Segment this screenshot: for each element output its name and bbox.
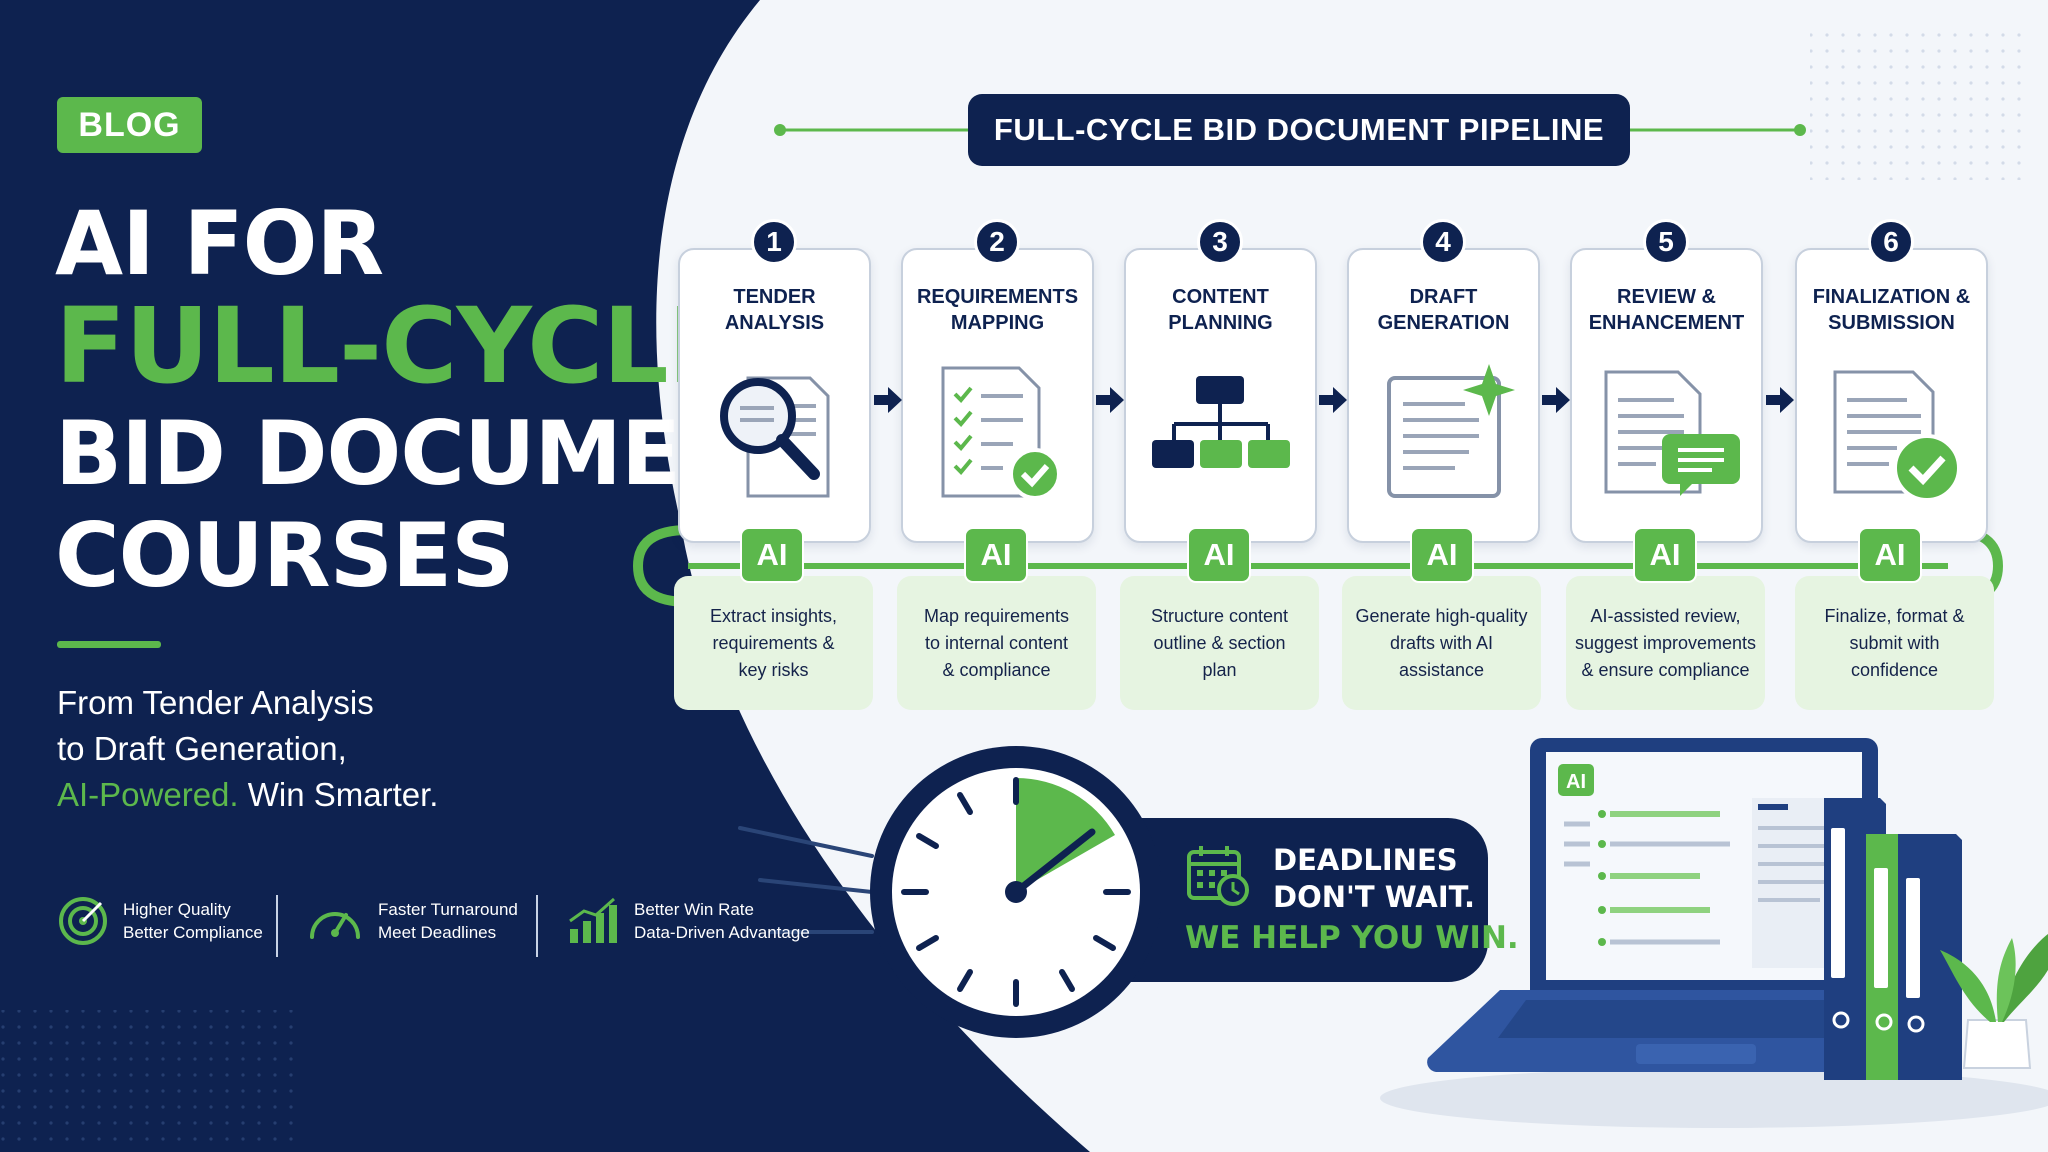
title-connector-lines	[774, 124, 1806, 136]
arrow-right-icon	[1542, 387, 1570, 413]
clock-icon	[870, 746, 1162, 1038]
feature-speed-title: Faster Turnaround	[378, 900, 518, 919]
calendar-clock-icon	[1187, 846, 1249, 906]
magnifier-document-icon	[720, 376, 830, 498]
subtitle-highlight: AI-Powered.	[57, 776, 239, 813]
pipeline-title: FULL-CYCLE BID DOCUMENT PIPELINE	[968, 94, 1630, 166]
deadline-banner	[1110, 818, 1488, 982]
comment-document-icon	[1604, 370, 1740, 496]
feature-quality-subtitle: Better Compliance	[123, 923, 263, 942]
ai-badge: AI	[1858, 527, 1922, 583]
laptop-screen-ai-label: AI	[1566, 770, 1586, 793]
speedometer-icon	[310, 912, 360, 939]
ai-badge: AI	[1410, 527, 1474, 583]
subtitle-rest: Win Smarter.	[238, 776, 439, 813]
step-number-2: 2	[974, 219, 1020, 265]
feature-divider	[276, 895, 278, 957]
hero-line-4: COURSES	[55, 504, 514, 607]
laptop-illustration	[1380, 738, 2048, 1128]
step-description-1: Extract insights,requirements &key risks	[674, 576, 873, 710]
ai-badge: AI	[1633, 527, 1697, 583]
hero-line-1: AI FOR	[55, 192, 384, 295]
step-number-4: 4	[1420, 219, 1466, 265]
accent-divider	[57, 641, 161, 648]
sparkle-document-icon	[1387, 364, 1515, 498]
step-number-6: 6	[1868, 219, 1914, 265]
ai-badge: AI	[964, 527, 1028, 583]
feature-divider	[536, 895, 538, 957]
feature-winrate-title: Better Win Rate	[634, 900, 754, 919]
arrow-right-icon	[1319, 387, 1347, 413]
step-card-6: FINALIZATION &SUBMISSION	[1795, 248, 1988, 543]
hierarchy-icon	[1152, 376, 1290, 468]
subtitle-line-3: AI-Powered. Win Smarter.	[57, 776, 438, 814]
step-number-5: 5	[1643, 219, 1689, 265]
subtitle-line-1: From Tender Analysis	[57, 684, 374, 721]
step-number-3: 3	[1197, 219, 1243, 265]
step-description-5: AI-assisted review,suggest improvements&…	[1566, 576, 1765, 710]
feature-winrate-subtitle: Data-Driven Advantage	[634, 923, 810, 942]
arrow-right-icon	[1766, 387, 1794, 413]
ai-badge: AI	[1187, 527, 1251, 583]
subtitle-line-2: to Draft Generation,	[57, 730, 347, 767]
growth-chart-icon	[569, 897, 617, 943]
target-icon	[59, 897, 107, 945]
blog-badge: BLOG	[57, 97, 202, 153]
hero-line-2: FULL-CYCLE	[55, 285, 739, 407]
deadline-slogan: WE HELP YOU WIN.	[1185, 920, 1519, 956]
approved-document-icon	[1833, 370, 1961, 502]
step-title: REVIEW &ENHANCEMENT	[1588, 286, 1745, 334]
arrow-right-icon	[1096, 387, 1124, 413]
step-number-1: 1	[751, 219, 797, 265]
feature-speed-subtitle: Meet Deadlines	[378, 923, 497, 942]
step-title: FINALIZATION &SUBMISSION	[1812, 286, 1971, 334]
checklist-icon	[941, 366, 1061, 500]
ai-badge: AI	[740, 527, 804, 583]
arrow-right-icon	[874, 387, 902, 413]
feature-quality-title: Higher Quality	[123, 900, 231, 919]
step-card-5: REVIEW &ENHANCEMENT	[1570, 248, 1763, 543]
